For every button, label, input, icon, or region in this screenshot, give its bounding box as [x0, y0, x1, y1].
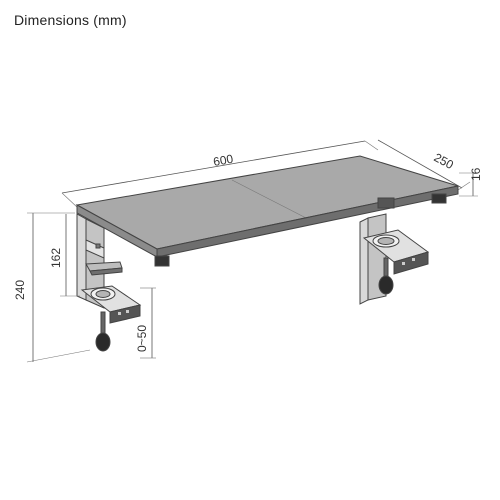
right-clamp — [359, 213, 430, 305]
clamp-height-dimension: 162 — [49, 214, 80, 297]
width-dimension: 600 — [61, 140, 379, 209]
thickness-dimension: 16 — [459, 167, 483, 197]
total-height-label: 240 — [13, 280, 27, 300]
clamp-range-dimension: 0~50 — [135, 287, 156, 359]
clamp-height-label: 162 — [49, 248, 63, 268]
shelf-board — [75, 155, 459, 267]
page-title: Dimensions (mm) — [14, 12, 127, 28]
clamp-range-label: 0~50 — [135, 325, 149, 352]
left-clamp — [76, 213, 142, 352]
depth-label: 250 — [432, 150, 457, 172]
width-label: 600 — [212, 152, 234, 169]
thickness-label: 16 — [469, 167, 483, 181]
total-height-dimension: 240 — [13, 212, 91, 363]
